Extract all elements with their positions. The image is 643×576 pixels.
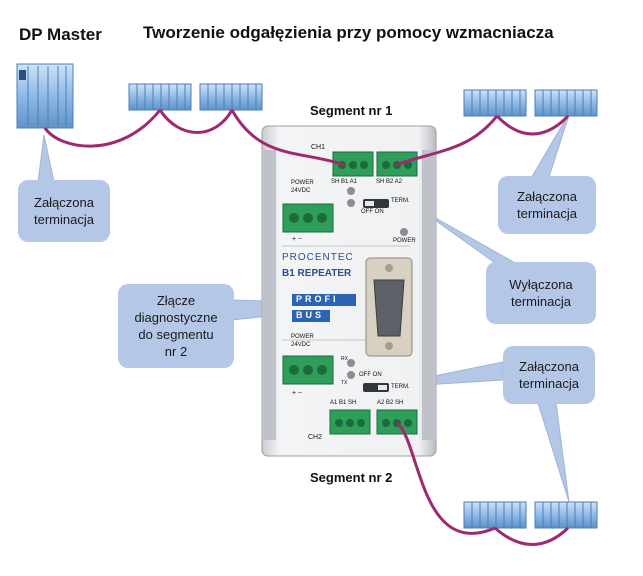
device-rx-label: RX [341, 356, 348, 362]
io-module-3 [463, 89, 527, 117]
bus-cables [43, 109, 570, 546]
callout-master-termination-text: Załączona terminacja [34, 195, 94, 227]
segment-2-label: Segment nr 2 [310, 470, 393, 485]
db9-diagnostic-port [365, 257, 413, 357]
device-off-on-bottom: OFF ON [359, 372, 382, 378]
io-module-1 [128, 83, 192, 111]
device-pm-bottom: + − [292, 390, 303, 397]
device-ch1-label: CH1 [311, 144, 326, 151]
io-module-4 [534, 89, 598, 117]
profibus-logo-top: PROFI [296, 294, 339, 304]
callout-termination-off-text: Wyłączona terminacja [509, 277, 573, 309]
callout-right-termination: Załączona terminacja [498, 176, 596, 234]
device-tx-label: TX [341, 380, 348, 386]
term-switch-bottom [363, 383, 389, 392]
device-ch1-pins-right: SH B2 A2 [376, 179, 403, 185]
device-ch2-pins-right: A2 B2 SH [377, 400, 404, 406]
device-power-label-top: POWER [291, 180, 314, 186]
callout-diagnostic-port-text: Złącze diagnostyczne do segmentu nr 2 [134, 293, 218, 359]
callout-termination-off: Wyłączona terminacja [486, 262, 596, 324]
device-model: B1 REPEATER [282, 268, 352, 279]
device-power-led-label: POWER [393, 238, 416, 244]
device-brand: PROCENTEC [282, 252, 354, 263]
device-ch2-label: CH2 [308, 434, 323, 441]
io-module-6 [534, 501, 598, 529]
status-leds [347, 187, 408, 379]
callout-master-termination: Załączona terminacja [18, 180, 110, 242]
profibus-logo-bottom: BUS [296, 310, 325, 320]
connector-power-bottom [282, 355, 334, 385]
callout-bottom-termination-text: Załączona terminacja [519, 359, 579, 391]
dp-master-plc [16, 63, 74, 129]
device-term-top: TERM. [391, 198, 410, 204]
io-module-5 [463, 501, 527, 529]
device-power-label-bottom: POWER [291, 334, 314, 340]
connector-power-top [282, 203, 334, 233]
connector-ch2-right [376, 409, 418, 435]
term-switch-top [363, 199, 389, 208]
device-ch1-pins-left: SH B1 A1 [331, 179, 358, 185]
io-module-2 [199, 83, 263, 111]
device-pm-top: + − [292, 236, 303, 243]
device-ch2-pins-left: A1 B1 SH [330, 400, 357, 406]
callout-right-termination-text: Załączona terminacja [517, 189, 577, 221]
device-power-voltage-bottom: 24VDC [291, 342, 311, 348]
callout-bottom-termination: Załączona terminacja [503, 346, 595, 404]
page-title: Tworzenie odgałęzienia przy pomocy wzmac… [143, 23, 554, 42]
device-off-on-top: OFF ON [361, 209, 384, 215]
device-term-bottom: TERM. [391, 384, 410, 390]
master-label: DP Master [19, 25, 102, 44]
device-power-voltage-top: 24VDC [291, 188, 311, 194]
connector-ch1-right [376, 151, 418, 177]
profibus-logo [292, 294, 356, 322]
callout-diagnostic-port: Złącze diagnostyczne do segmentu nr 2 [118, 284, 234, 368]
connector-ch2-left [329, 409, 371, 435]
segment-1-label: Segment nr 1 [310, 103, 393, 118]
